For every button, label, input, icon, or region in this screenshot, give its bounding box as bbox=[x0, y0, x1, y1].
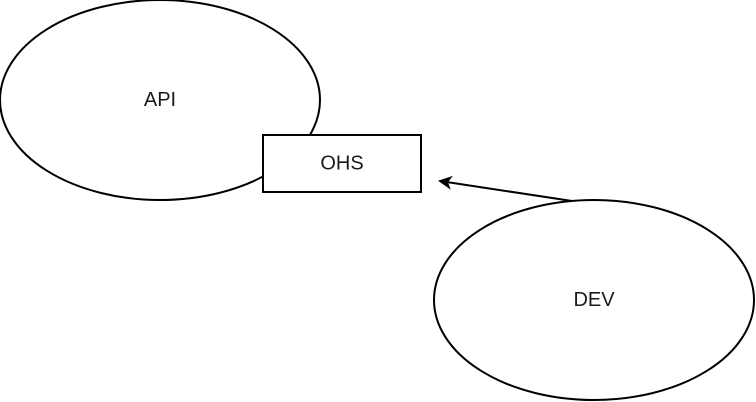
dev-ellipse bbox=[433, 199, 755, 401]
node-ohs[interactable]: OHS bbox=[262, 134, 422, 193]
ohs-label: OHS bbox=[320, 153, 363, 175]
edge-dev-to-ohs-line bbox=[438, 175, 573, 202]
ohs-rect bbox=[262, 134, 422, 193]
node-api[interactable]: API bbox=[0, 0, 321, 201]
node-dev[interactable]: DEV bbox=[433, 199, 755, 401]
dev-label: DEV bbox=[573, 289, 615, 311]
api-label: API bbox=[144, 89, 176, 111]
edge-dev-to-ohs[interactable] bbox=[438, 175, 573, 202]
api-ellipse bbox=[0, 0, 321, 201]
